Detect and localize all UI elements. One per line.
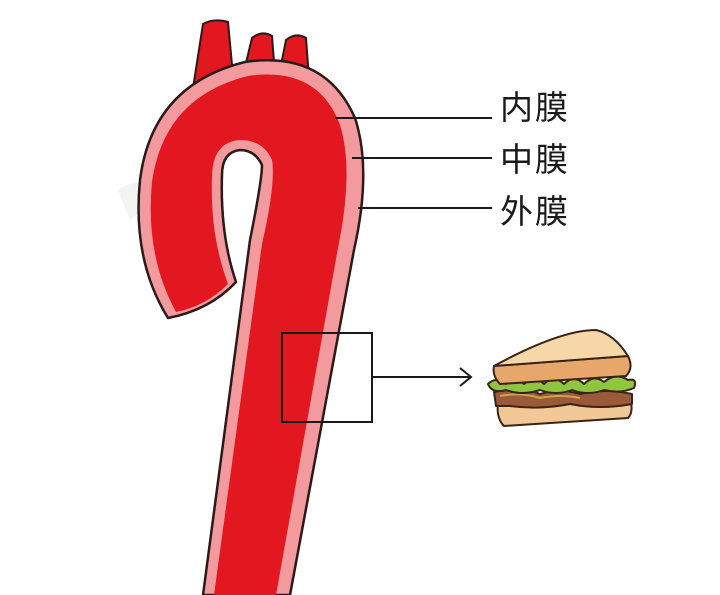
- arch-inner-outline: [220, 148, 263, 283]
- sandwich-icon: [487, 329, 637, 427]
- vessel-lumen: [150, 74, 347, 595]
- label-adventitia: 外膜: [500, 192, 570, 231]
- label-media: 中膜: [500, 140, 570, 179]
- label-leaders: [335, 117, 492, 209]
- aorta-illustration: [137, 19, 365, 595]
- arrow-right-icon: [372, 367, 473, 387]
- label-intima: 内膜: [500, 88, 570, 127]
